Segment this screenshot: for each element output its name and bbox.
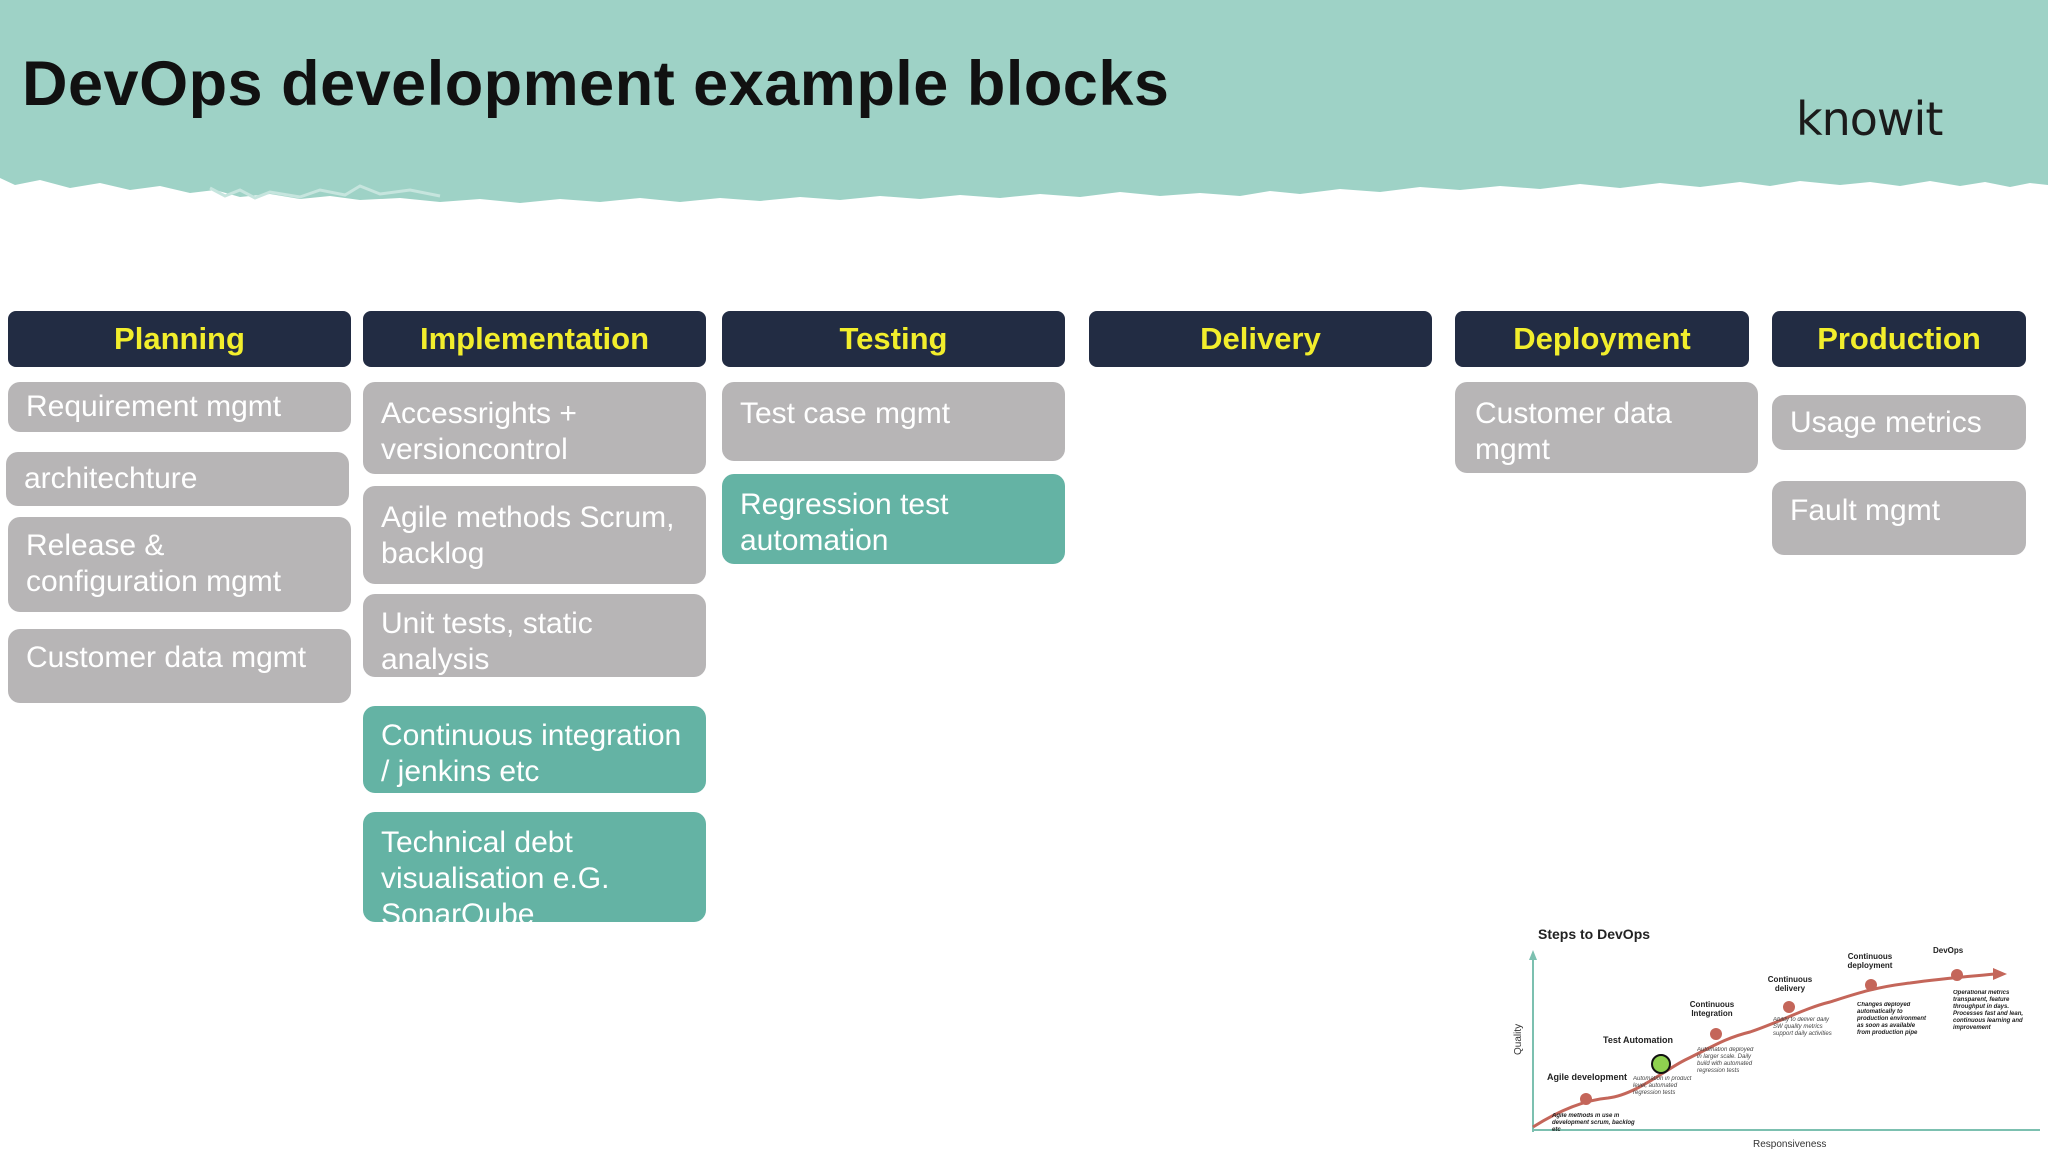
knowit-logo: knowit	[1796, 92, 1943, 146]
page-title: DevOps development example blocks	[22, 49, 1170, 119]
step-note-cdeployment: Changes deployed automatically to produc…	[1857, 1002, 1926, 1036]
curve-arrow-icon	[1993, 968, 2007, 980]
step-note-test-automation-box: Automation in product level, automated r…	[1633, 1076, 1692, 1096]
step-dot-devops	[1951, 969, 1963, 981]
step-label-cdeployment-box: Continuous deployment	[1847, 952, 1893, 970]
card-usage-metrics: Usage metrics	[1772, 395, 2026, 450]
step-dot-cdeployment	[1865, 979, 1877, 991]
step-label-devops: DevOps	[1933, 946, 1964, 955]
step-note-test-automation: Automation in product level, automated r…	[1633, 1076, 1692, 1096]
card-agile-methods: Agile methods Scrum, backlog	[363, 486, 706, 584]
header-deployment: Deployment	[1455, 311, 1749, 367]
step-note-cdelivery: Ability to deliver daily SW quality metr…	[1773, 1017, 1832, 1037]
card-unit-tests: Unit tests, static analysis	[363, 594, 706, 677]
y-axis-arrow-icon	[1529, 950, 1537, 960]
step-label-ci: Continuous Integration	[1689, 1000, 1735, 1018]
step-note-agile-box: Agile methods in use in development scru…	[1552, 1113, 1635, 1133]
header-production: Production	[1772, 311, 2026, 367]
step-note-devops-box: Operational metrics transparent, feature…	[1953, 990, 2024, 1031]
card-accessrights-versioncontrol: Accessrights + versioncontrol	[363, 382, 706, 474]
step-note-devops: Operational metrics transparent, feature…	[1953, 990, 2024, 1031]
step-label-agile: Agile development	[1547, 1072, 1627, 1082]
header-planning: Planning	[8, 311, 351, 367]
banner-shape	[0, 0, 2048, 203]
card-customer-data-mgmt-planning: Customer data mgmt	[8, 629, 351, 703]
step-note-cdeployment-box: Changes deployed automatically to produc…	[1857, 1002, 1926, 1036]
step-dot-test-automation	[1651, 1054, 1671, 1074]
header-banner	[0, 0, 2048, 203]
step-label-cdeployment: Continuous deployment	[1847, 952, 1893, 970]
header-implementation: Implementation	[363, 311, 706, 367]
step-dot-ci	[1710, 1028, 1722, 1040]
step-label-cdelivery: Continuous delivery	[1767, 975, 1813, 993]
step-dot-agile	[1580, 1093, 1592, 1105]
steps-chart-title: Steps to DevOps	[1538, 926, 1650, 942]
card-technical-debt: Technical debt visualisation e.G. SonarQ…	[363, 812, 706, 922]
step-label-test-automation: Test Automation	[1603, 1035, 1673, 1045]
card-customer-data-mgmt-deployment: Customer data mgmt	[1455, 382, 1758, 473]
card-architecture: architechture	[6, 452, 349, 506]
card-release-configuration-mgmt: Release & configuration mgmt	[8, 517, 351, 612]
card-test-case-mgmt: Test case mgmt	[722, 382, 1065, 461]
card-requirement-mgmt: Requirement mgmt	[8, 382, 351, 432]
card-continuous-integration: Continuous integration / jenkins etc	[363, 706, 706, 793]
step-note-cdelivery-box: Ability to deliver daily SW quality metr…	[1773, 1017, 1832, 1037]
step-note-ci-box: Automation deployed in larger scale. Dai…	[1697, 1047, 1754, 1074]
header-delivery: Delivery	[1089, 311, 1432, 367]
header-testing: Testing	[722, 311, 1065, 367]
step-label-cdelivery-box: Continuous delivery	[1767, 975, 1813, 993]
step-label-ci-box: Continuous Integration	[1689, 1000, 1735, 1018]
step-note-ci: Automation deployed in larger scale. Dai…	[1697, 1047, 1754, 1074]
step-dot-cdelivery	[1783, 1001, 1795, 1013]
card-regression-test-automation: Regression test automation	[722, 474, 1065, 564]
y-axis-label: Quality	[1513, 1024, 1524, 1055]
devops-curve	[1532, 972, 1996, 1129]
card-fault-mgmt: Fault mgmt	[1772, 481, 2026, 555]
steps-to-devops-chart: Steps to DevOps Quality Responsiveness A…	[1513, 926, 2040, 1150]
banner-texture	[209, 184, 441, 200]
x-axis-label: Responsiveness	[1753, 1139, 1826, 1150]
step-note-agile: Agile methods in use in development scru…	[1552, 1113, 1635, 1133]
